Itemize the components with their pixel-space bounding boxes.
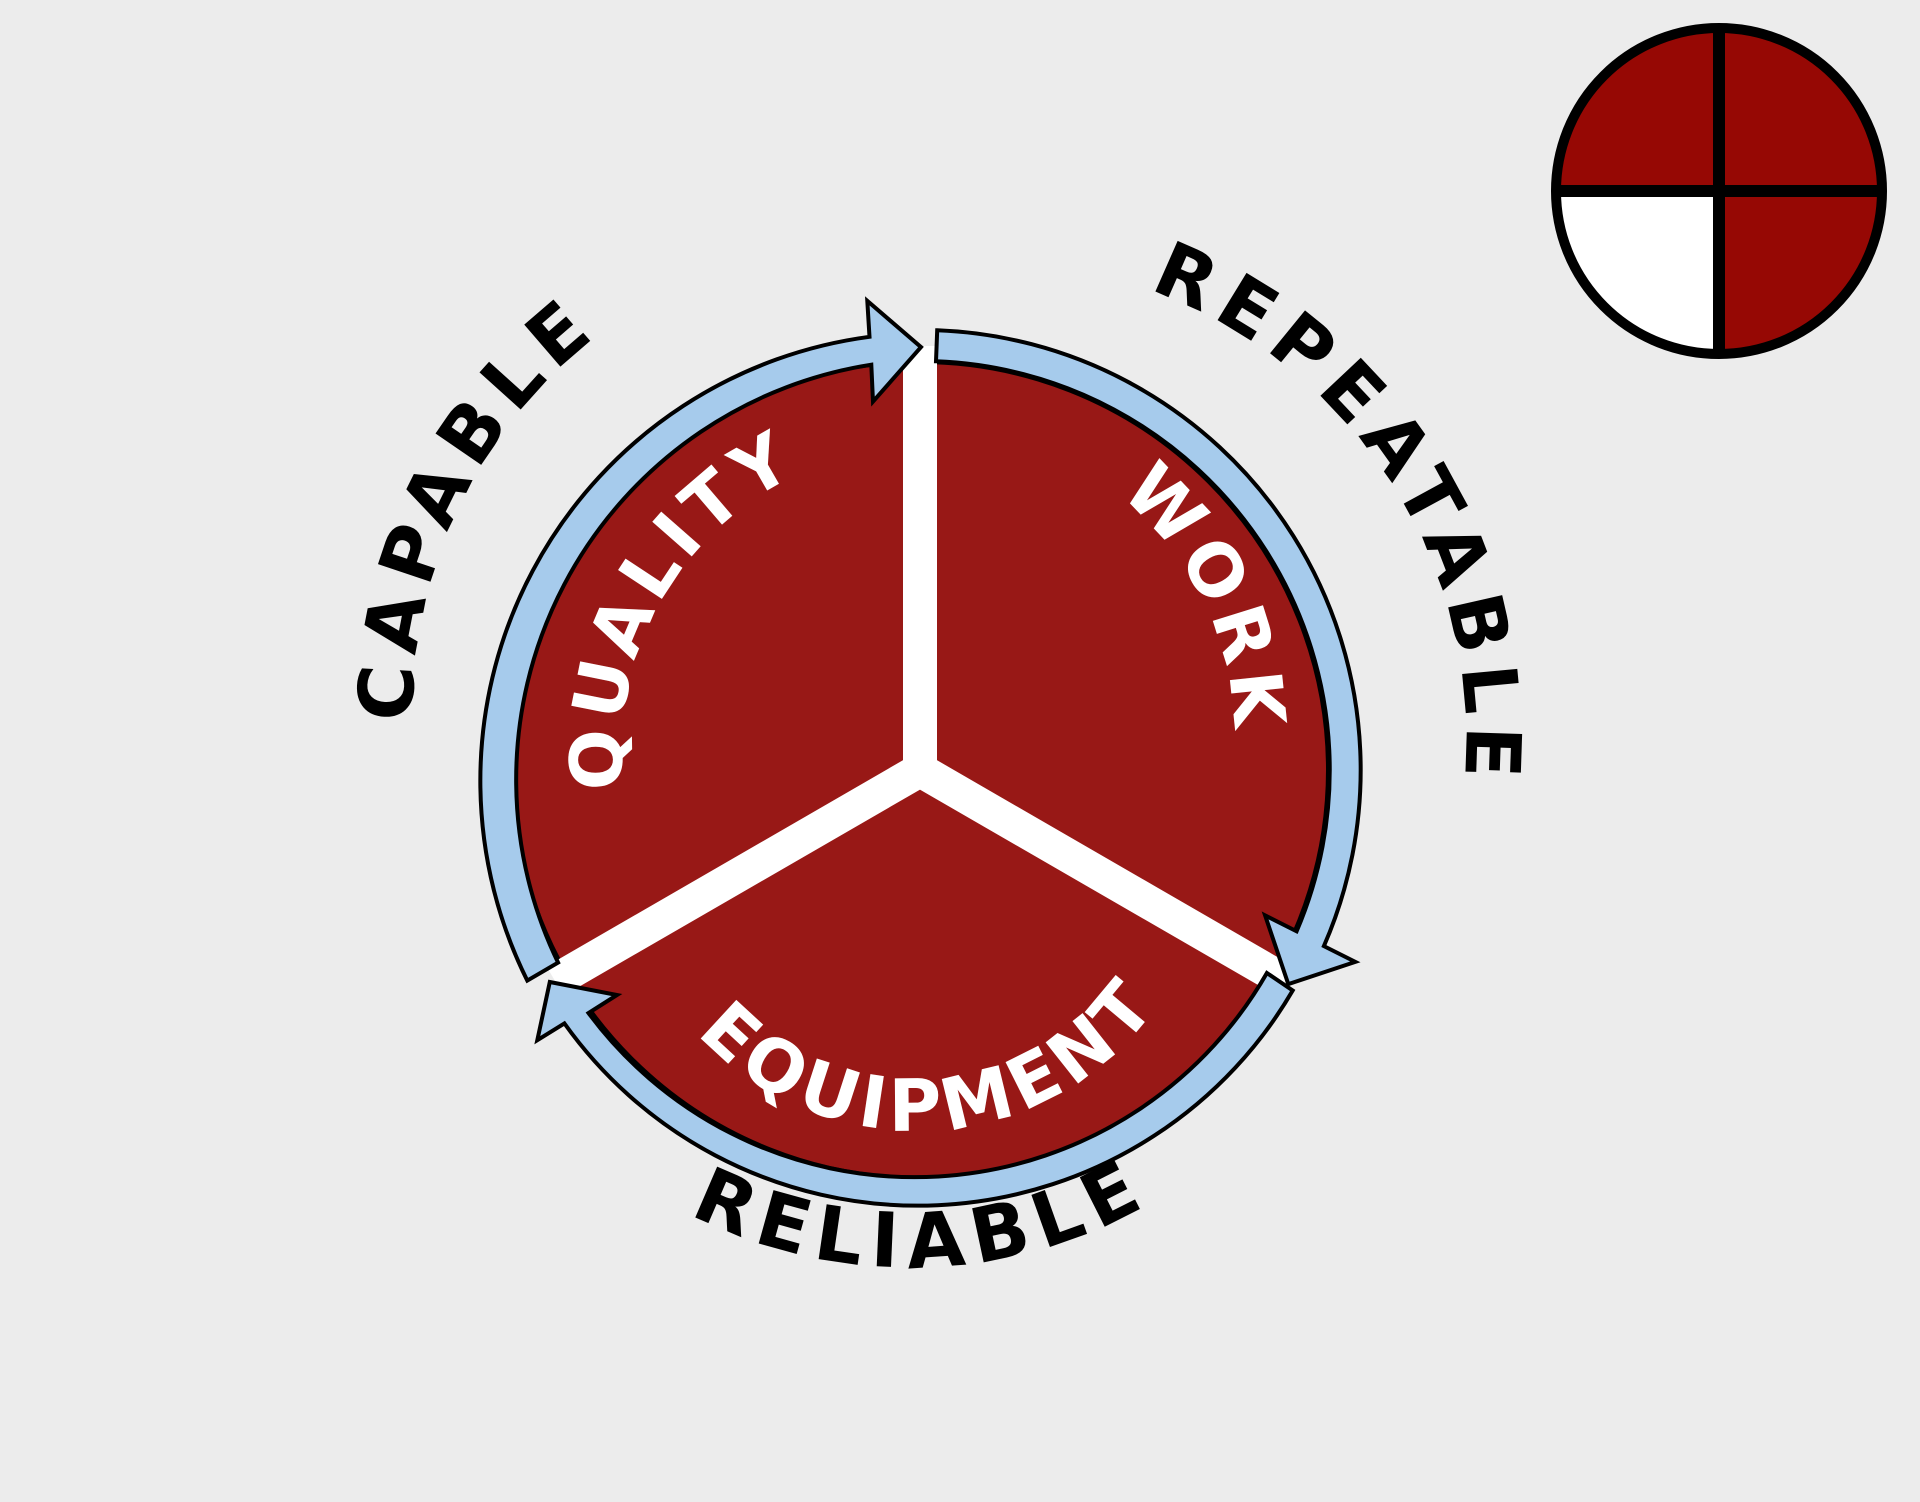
arrow-capable-icon: [478, 296, 924, 984]
arrow-repeatable-icon: [933, 328, 1363, 987]
cycle-arrows: [478, 296, 1363, 1208]
quadrant-top-right: [1719, 28, 1882, 191]
quadrant-top-left: [1556, 28, 1719, 191]
arrow-reliable-icon: [534, 970, 1296, 1208]
divider-lower-left: [546, 755, 929, 996]
segment-dividers: [546, 346, 1294, 996]
quadrant-bottom-left: [1556, 191, 1719, 354]
quadrant-indicator-icon: [1551, 23, 1887, 359]
divider-lower-right: [911, 755, 1294, 996]
quadrant-bottom-right: [1719, 191, 1882, 354]
